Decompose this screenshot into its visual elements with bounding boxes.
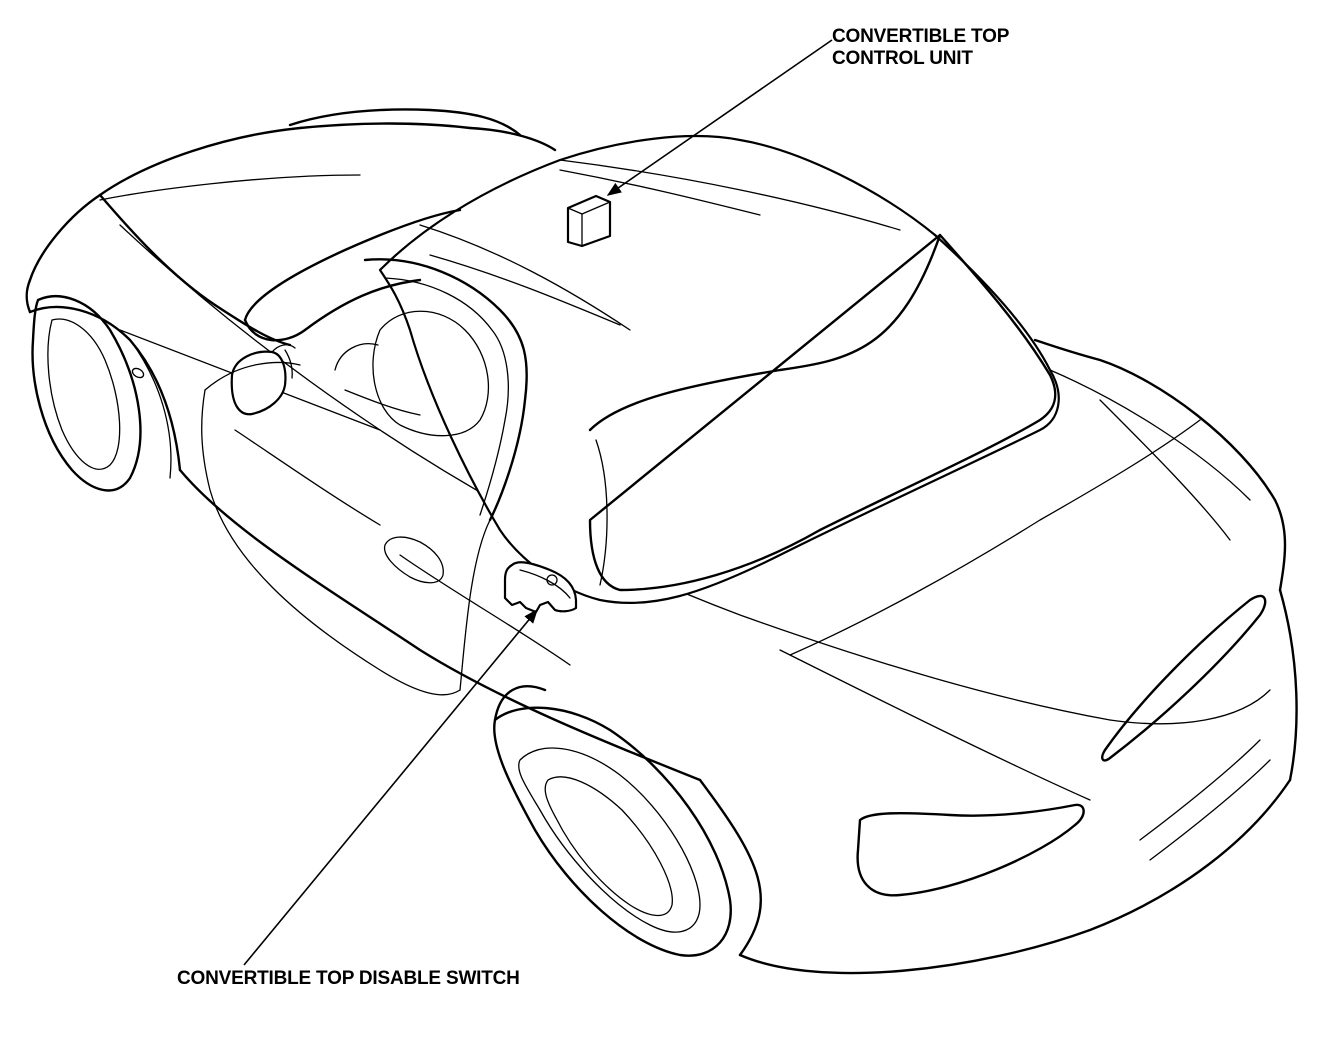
callout-label-disable-switch: CONVERTIBLE TOP DISABLE SWITCH [177,968,520,990]
seat [334,310,490,437]
callout-label-control-unit: CONVERTIBLE TOP CONTROL UNIT [832,26,1072,70]
control-unit-box [566,194,612,248]
rear-wheel [493,685,732,957]
callout-label-control-unit-line1: CONVERTIBLE TOP [832,26,1010,47]
roll-hoop [243,208,528,522]
callout-leaders [243,39,833,966]
convertible-top [378,134,1060,605]
leader-line-disable-switch [243,608,538,966]
side-mirror [230,344,296,416]
door [201,361,571,696]
disable-switch-part [503,561,578,614]
rear-deck [779,369,1271,897]
callout-label-control-unit-line2: CONTROL UNIT [832,48,973,69]
front-wheel [31,295,172,492]
callout-label-disable-switch-text: CONVERTIBLE TOP DISABLE SWITCH [177,968,520,989]
leader-line-control-unit [606,39,833,196]
